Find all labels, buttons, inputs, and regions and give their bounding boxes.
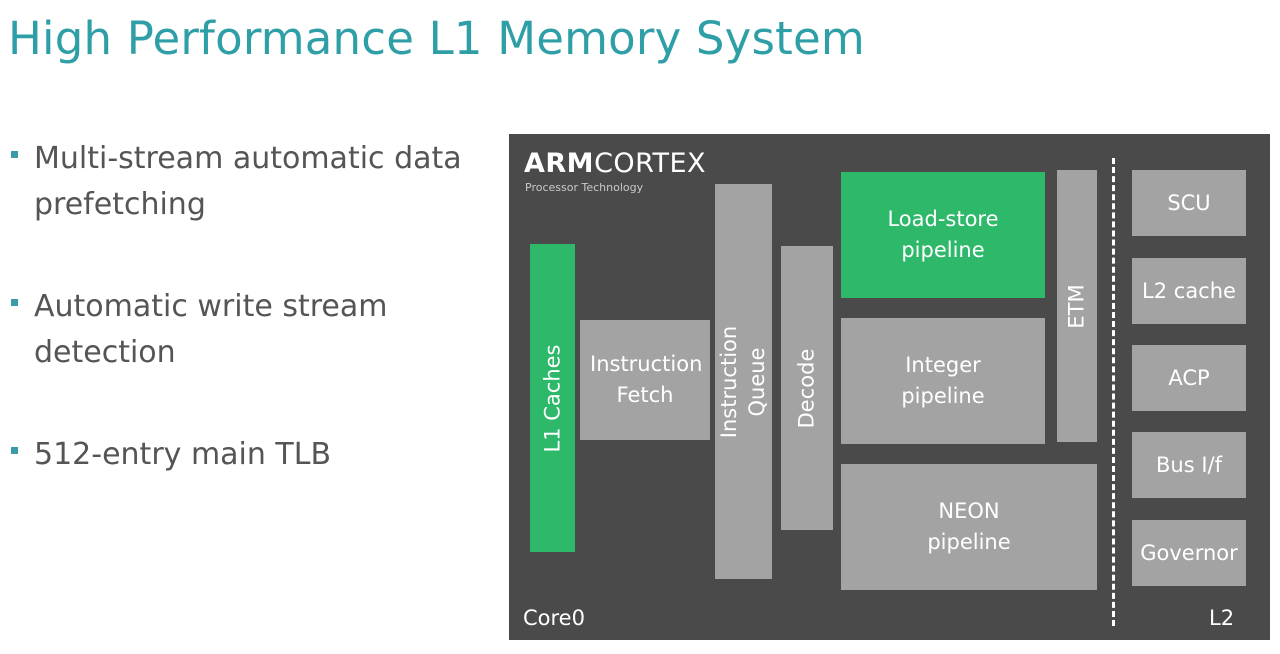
decode-block: Decode [781,246,833,530]
load-store-label: Load-store pipeline [887,207,999,262]
bullet-marker-icon [11,447,18,454]
instruction-fetch-label: Instruction Fetch [590,352,703,407]
instruction-queue-block: Instruction Queue [715,184,772,579]
acp-label: ACP [1168,365,1210,390]
governor-label: Governor [1140,540,1238,565]
brand-bold: ARM [524,148,595,179]
core0-label: Core0 [523,606,585,630]
l2-label: L2 [1209,606,1235,630]
neon-pipeline-block: NEON pipeline [841,464,1097,590]
slide-title: High Performance L1 Memory System [8,12,865,65]
bullet-marker-icon [11,151,18,158]
bus-if-label: Bus I/f [1156,452,1222,477]
neon-label: NEON pipeline [927,499,1011,554]
bullet-text: Multi-stream automatic data prefetching [34,141,462,222]
processor-diagram: ARMCORTEX Processor Technology L1 Caches… [509,134,1270,640]
bullet-marker-icon [11,299,18,306]
brand-light: CORTEX [594,148,707,179]
brand-logo: ARMCORTEX [524,148,706,179]
integer-label: Integer pipeline [901,353,985,408]
acp-block: ACP [1132,345,1246,411]
core-l2-divider [1112,158,1115,626]
load-store-pipeline-block: Load-store pipeline [841,172,1045,298]
bullet-text: Automatic write stream detection [34,289,388,370]
scu-label: SCU [1167,190,1211,215]
integer-pipeline-block: Integer pipeline [841,318,1045,444]
scu-block: SCU [1132,170,1246,236]
bus-if-block: Bus I/f [1132,432,1246,498]
etm-block: ETM [1057,170,1097,442]
etm-label: ETM [1064,283,1089,329]
l1-caches-label: L1 Caches [540,344,565,452]
instruction-fetch-block: Instruction Fetch [580,320,710,440]
decode-label: Decode [794,348,819,428]
l2-cache-label: L2 cache [1142,278,1236,303]
l2-cache-block: L2 cache [1132,258,1246,324]
l1-caches-block: L1 Caches [530,244,575,552]
brand-subtitle: Processor Technology [525,181,644,194]
instruction-queue-label: Instruction Queue [717,325,770,438]
bullet-text: 512-entry main TLB [34,437,332,472]
governor-block: Governor [1132,520,1246,586]
